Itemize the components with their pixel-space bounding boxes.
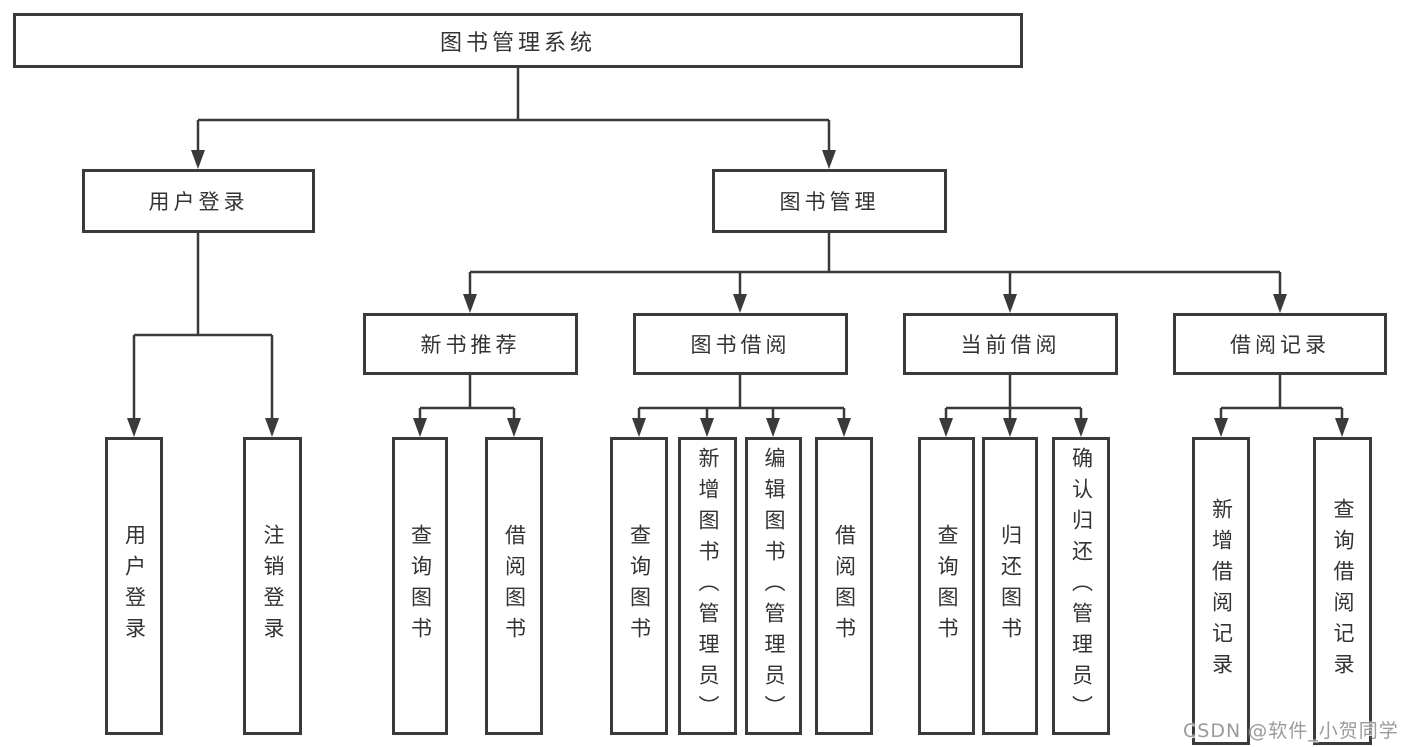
node-user-login: 用户登录 bbox=[82, 169, 315, 233]
leaf-query-books-2-label: 查询图书 bbox=[627, 524, 652, 648]
leaf-logout: 注销登录 bbox=[243, 437, 302, 735]
leaf-edit-books-admin-label: 编辑图书（管理员） bbox=[762, 446, 786, 726]
leaf-add-borrow-record: 新增借阅记录 bbox=[1192, 437, 1250, 745]
node-book-management: 图书管理 bbox=[712, 169, 947, 233]
leaf-add-books-admin-label: 新增图书（管理员） bbox=[696, 446, 720, 726]
leaf-query-books-3: 查询图书 bbox=[918, 437, 975, 735]
leaf-query-borrow-record-label: 查询借阅记录 bbox=[1331, 498, 1355, 684]
leaf-confirm-return-admin-label: 确认归还（管理员） bbox=[1069, 446, 1094, 726]
node-library-management-system: 图书管理系统 bbox=[13, 13, 1023, 68]
leaf-borrow-books-1-label: 借阅图书 bbox=[502, 524, 527, 648]
leaf-add-borrow-record-label: 新增借阅记录 bbox=[1209, 498, 1234, 684]
leaf-query-books-3-label: 查询图书 bbox=[935, 524, 959, 648]
leaf-query-books-2: 查询图书 bbox=[610, 437, 668, 735]
leaf-borrow-books-2: 借阅图书 bbox=[815, 437, 873, 735]
leaf-query-books-1-label: 查询图书 bbox=[408, 524, 433, 648]
leaf-confirm-return-admin: 确认归还（管理员） bbox=[1052, 437, 1110, 735]
leaf-return-books: 归还图书 bbox=[982, 437, 1038, 735]
watermark: CSDN @软件_小贺同学 bbox=[1183, 720, 1399, 742]
leaf-return-books-label: 归还图书 bbox=[998, 524, 1023, 648]
leaf-edit-books-admin: 编辑图书（管理员） bbox=[745, 437, 802, 735]
node-new-book-recommendation: 新书推荐 bbox=[363, 313, 578, 375]
node-current-borrowing: 当前借阅 bbox=[903, 313, 1118, 375]
leaf-borrow-books-1: 借阅图书 bbox=[485, 437, 543, 735]
leaf-user-login-label: 用户登录 bbox=[122, 524, 147, 648]
leaf-logout-label: 注销登录 bbox=[261, 524, 285, 648]
leaf-add-books-admin: 新增图书（管理员） bbox=[678, 437, 737, 735]
leaf-borrow-books-2-label: 借阅图书 bbox=[832, 524, 857, 648]
leaf-query-books-1: 查询图书 bbox=[392, 437, 448, 735]
leaf-query-borrow-record: 查询借阅记录 bbox=[1313, 437, 1372, 745]
node-borrowing-records: 借阅记录 bbox=[1173, 313, 1387, 375]
leaf-user-login: 用户登录 bbox=[105, 437, 163, 735]
node-book-borrowing: 图书借阅 bbox=[633, 313, 848, 375]
